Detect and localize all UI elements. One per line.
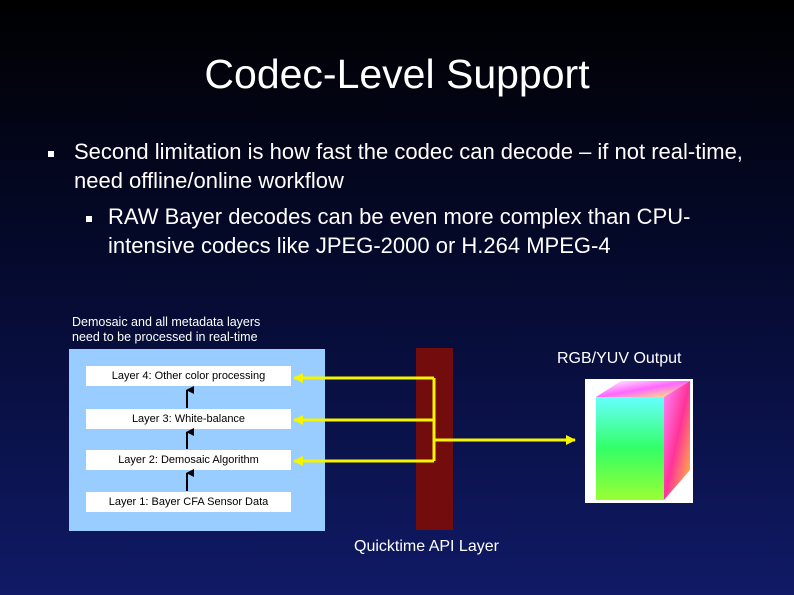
rgb-color-cube-icon: [596, 381, 690, 500]
